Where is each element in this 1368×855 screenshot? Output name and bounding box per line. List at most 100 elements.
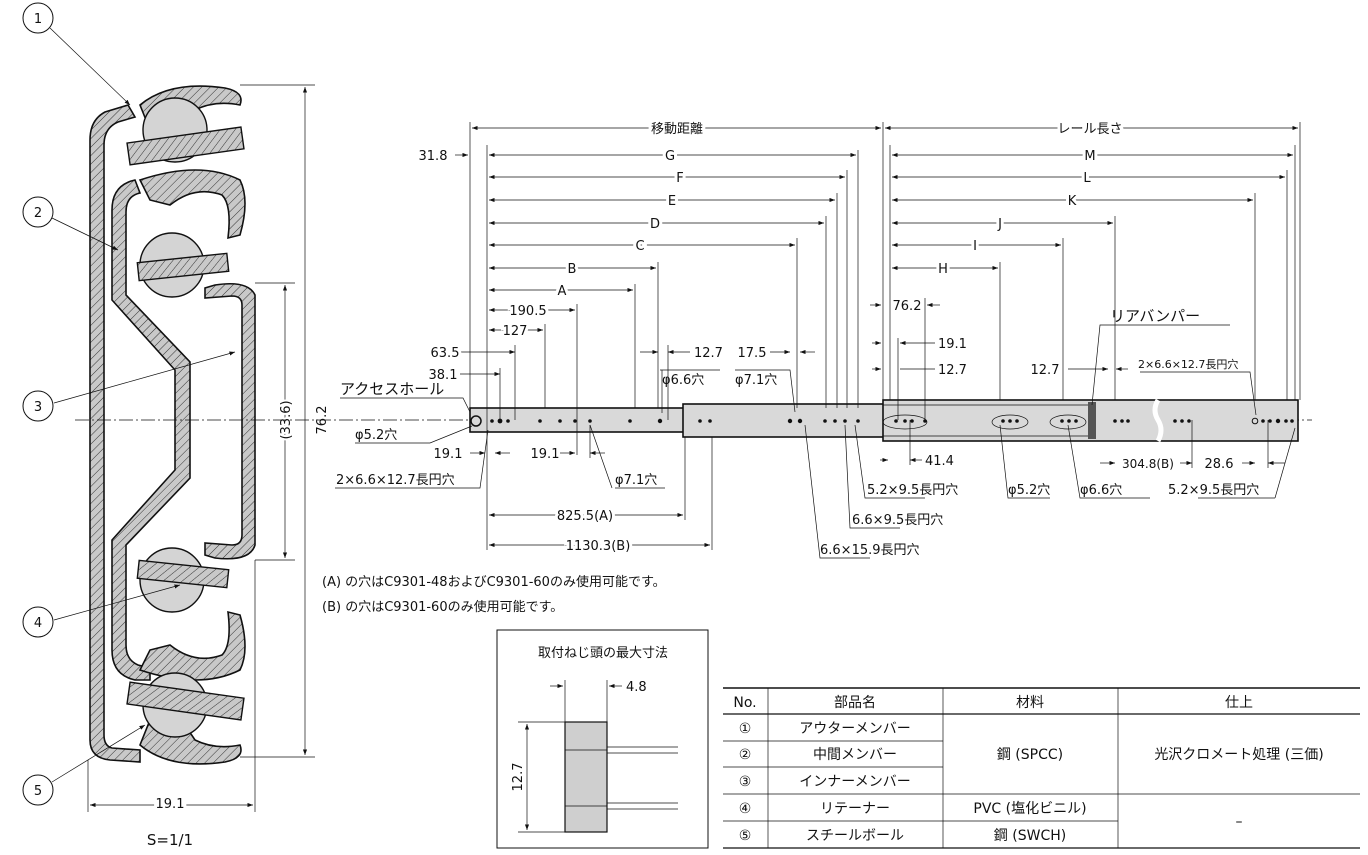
row-no: ③ [739,774,752,790]
row-name: アウターメンバー [799,721,910,737]
dim-304-8: 304.8(B) [1122,457,1174,471]
rear-bumper [1088,402,1096,439]
dim-31-8: 31.8 [419,149,448,164]
dim-L: L [1083,171,1091,186]
row-material: 鋼 (SWCH) [994,828,1066,844]
mid-lip-top [138,169,246,240]
hole-71-top-label: φ7.1穴 [735,373,777,388]
dim-width: 19.1 [156,797,185,812]
rail-holes [470,415,1294,427]
screw-width: 4.8 [626,680,647,695]
callout-labels: アクセスホール φ5.2穴 2×6.6×12.7長円穴 φ6.6穴 φ7.1穴 … [336,307,1259,558]
dim-28-6: 28.6 [1205,457,1234,472]
retainer-3 [136,559,230,589]
retainer-2 [136,252,230,282]
row-material: PVC (塩化ビニル) [973,801,1086,817]
note-a: (A) の穴はC9301-48およびC9301-60のみ使用可能です。 [322,574,666,590]
outer-member [89,104,141,763]
slot-66-95-label: 6.6×9.5長円穴 [852,513,943,528]
hole-66-right-label: φ6.6穴 [1080,483,1122,498]
rail-side-view: 移動距離 レール長さ 31.8 G F E D C B A 190.5 127 … [335,119,1301,559]
access-hole-label: アクセスホール [340,380,444,398]
header-finish: 仕上 [1225,695,1253,711]
slot [882,414,928,430]
row-name: リテーナー [820,801,890,817]
cross-section: 1 2 3 4 5 76.2 (33.6) 19.1 S=1/1 [22,2,330,849]
retainer-4 [126,681,245,721]
travel-label: 移動距離 [651,122,703,137]
rail-length-label: レール長さ [1057,122,1122,137]
row-name: スチールボール [806,828,904,844]
row-no: ⑤ [739,828,752,844]
hole-66-label: φ6.6穴 [662,373,704,388]
part-number-2: 2 [34,206,42,221]
dim-I: I [973,239,977,254]
screw-box-title: 取付ねじ頭の最大寸法 [538,646,668,661]
part-number-badges: 1 2 3 4 5 [22,2,54,806]
callout-leaders [335,324,1296,559]
mid-lip-bottom [138,610,246,681]
finish-none: – [1236,814,1243,830]
hole-52-right-label: φ5.2穴 [1008,483,1050,498]
dimension-labels: 移動距離 レール長さ 31.8 G F E D C B A 190.5 127 … [416,119,1237,557]
dim-B: B [568,262,577,277]
dim-38-1: 38.1 [429,368,458,383]
parts-table: No. 部品名 材料 仕上 ① アウターメンバー ② 中間メンバー ③ インナー… [723,687,1360,849]
rear-bumper-label: リアバンパー [1110,307,1200,325]
dim-F: F [676,171,683,186]
scale-label: S=1/1 [147,831,193,849]
dim-19-1-r: 19.1 [938,337,967,352]
dim-1130-3: 1130.3(B) [566,539,631,554]
dim-127: 127 [503,324,528,339]
dim-41-4: 41.4 [925,454,954,469]
dim-17-5: 17.5 [738,346,767,361]
dim-190-5: 190.5 [509,304,546,319]
row-no: ④ [739,801,752,817]
inner-rail [469,407,686,433]
dim-63-5: 63.5 [431,346,460,361]
dim-76-2: 76.2 [893,299,922,314]
dim-E: E [668,194,676,209]
dim-J: J [997,217,1002,232]
dimension-lines [455,125,1298,548]
slot-left-label: 2×6.6×12.7長円穴 [336,473,455,488]
part-number-5: 5 [34,784,42,799]
header-no: No. [733,695,756,711]
dim-12-7-r2: 12.7 [1031,363,1060,378]
material-group: 鋼 (SPCC) [997,747,1063,763]
dim-825-5: 825.5(A) [557,509,613,524]
slot-66-159-label: 6.6×15.9長円穴 [820,543,920,558]
dim-A: A [558,284,567,299]
retainer-1 [126,126,245,166]
dim-G: G [665,149,675,164]
dim-D: D [650,217,660,232]
row-no: ① [739,721,752,737]
note-b: (B) の穴はC9301-60のみ使用可能です。 [322,599,563,615]
slot-right-label: 2×6.6×12.7長円穴 [1138,357,1238,371]
intermediate-rail [682,403,886,438]
dim-12-7: 12.7 [694,346,723,361]
part-number-3: 3 [34,400,42,415]
dim-K: K [1068,194,1077,209]
header-material: 材料 [1016,695,1044,711]
dim-19-1-a: 19.1 [434,447,463,462]
hole-52-left-label: φ5.2穴 [355,428,397,443]
row-no: ② [739,747,752,763]
dim-19-1-b: 19.1 [531,447,560,462]
slot [991,414,1029,430]
header-name: 部品名 [834,695,876,711]
finish-group: 光沢クロメート処理 (三価) [1154,747,1323,763]
dim-C: C [635,239,644,254]
slot [1049,414,1087,430]
screw-height: 12.7 [511,763,526,792]
dim-12-7-r: 12.7 [938,363,967,378]
slot-52-95-label: 5.2×9.5長円穴 [867,483,958,498]
row-name: インナーメンバー [799,774,910,790]
screw-head-box: 取付ねじ頭の最大寸法 4.8 12.7 [496,629,709,849]
part-number-1: 1 [34,12,42,27]
dim-M: M [1084,149,1095,164]
dim-H: H [938,262,948,277]
row-name: 中間メンバー [813,747,897,763]
hole-71-bottom-label: φ7.1穴 [615,473,657,488]
